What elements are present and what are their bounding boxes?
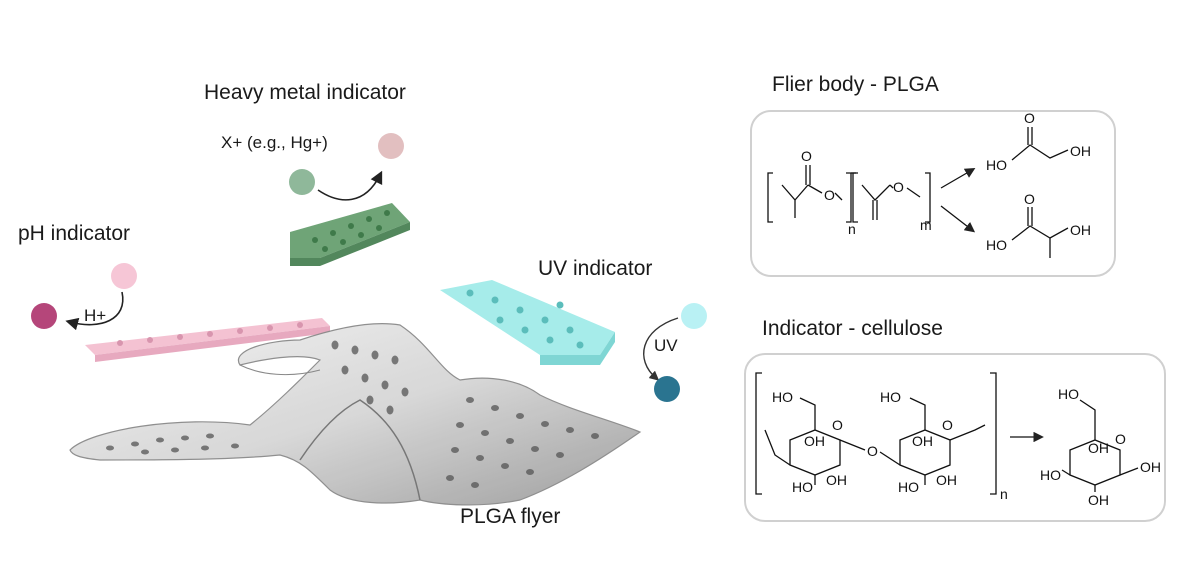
heavy-metal-strip bbox=[290, 203, 410, 266]
plga-subscript-n: n bbox=[848, 221, 856, 237]
uv-after-dot bbox=[654, 376, 680, 402]
uv-title: UV indicator bbox=[538, 257, 653, 280]
flyer-label: PLGA flyer bbox=[460, 505, 561, 528]
product2-atom-o: O bbox=[1024, 191, 1035, 207]
uv-strip bbox=[440, 280, 615, 365]
glucose-oh-bottom: OH bbox=[1088, 492, 1109, 508]
plga-subscript-m: m bbox=[920, 217, 932, 233]
cellulose-structure-text: HO OH O HO OH O HO OH O HO OH n HO OH O … bbox=[772, 386, 1161, 508]
ph-after-dot bbox=[31, 303, 57, 329]
heavy-metal-after-dot bbox=[378, 133, 404, 159]
cellulose-oh-2: OH bbox=[826, 472, 847, 488]
plga-panel bbox=[750, 110, 1116, 277]
plga-atom-o-1: O bbox=[801, 148, 812, 164]
ph-title: pH indicator bbox=[18, 222, 131, 245]
plga-flyer bbox=[69, 323, 642, 506]
cellulose-structure bbox=[755, 372, 1139, 495]
cellulose-ho-3: HO bbox=[880, 389, 901, 405]
plga-structure bbox=[767, 127, 1069, 258]
heavy-metal-before-dot bbox=[289, 169, 315, 195]
cellulose-oh-4: OH bbox=[936, 472, 957, 488]
glucose-ho-left: HO bbox=[1040, 467, 1061, 483]
plga-panel-title: Flier body - PLGA bbox=[772, 73, 939, 96]
ph-strip bbox=[85, 318, 330, 362]
heavy-metal-arrow bbox=[317, 170, 383, 201]
ph-reagent: H+ bbox=[84, 306, 107, 325]
heavy-metal-example: X+ (e.g., Hg+) bbox=[221, 133, 328, 152]
plga-atom-o-2: O bbox=[824, 187, 835, 203]
cellulose-ho-2: HO bbox=[792, 479, 813, 495]
plga-structure-text: O O O n m O HO OH O HO OH bbox=[801, 110, 1091, 253]
product2-oh: OH bbox=[1070, 222, 1091, 238]
plga-atom-o-3: O bbox=[893, 179, 904, 195]
cellulose-subscript-n: n bbox=[1000, 486, 1008, 502]
cellulose-ho-4: HO bbox=[898, 479, 919, 495]
glucose-oh-right: OH bbox=[1140, 459, 1161, 475]
product1-atom-o: O bbox=[1024, 110, 1035, 126]
product1-oh: OH bbox=[1070, 143, 1091, 159]
cellulose-o-2: O bbox=[942, 417, 953, 433]
glucose-o-ring: O bbox=[1115, 431, 1126, 447]
cellulose-oh-1: OH bbox=[804, 433, 825, 449]
cellulose-panel-title: Indicator - cellulose bbox=[762, 317, 943, 340]
uv-reagent: UV bbox=[654, 336, 678, 355]
product2-ho: HO bbox=[986, 237, 1007, 253]
cellulose-ho-1: HO bbox=[772, 389, 793, 405]
uv-before-dot bbox=[681, 303, 707, 329]
glucose-oh-1: OH bbox=[1088, 440, 1109, 456]
cellulose-o-bridge: O bbox=[867, 443, 878, 459]
ph-before-dot bbox=[111, 263, 137, 289]
cellulose-o-1: O bbox=[832, 417, 843, 433]
heavy-metal-title: Heavy metal indicator bbox=[204, 81, 406, 104]
product1-ho: HO bbox=[986, 157, 1007, 173]
uv-arrow bbox=[643, 317, 679, 381]
cellulose-oh-3: OH bbox=[912, 433, 933, 449]
glucose-ho-top: HO bbox=[1058, 386, 1079, 402]
ph-arrow bbox=[65, 291, 124, 331]
